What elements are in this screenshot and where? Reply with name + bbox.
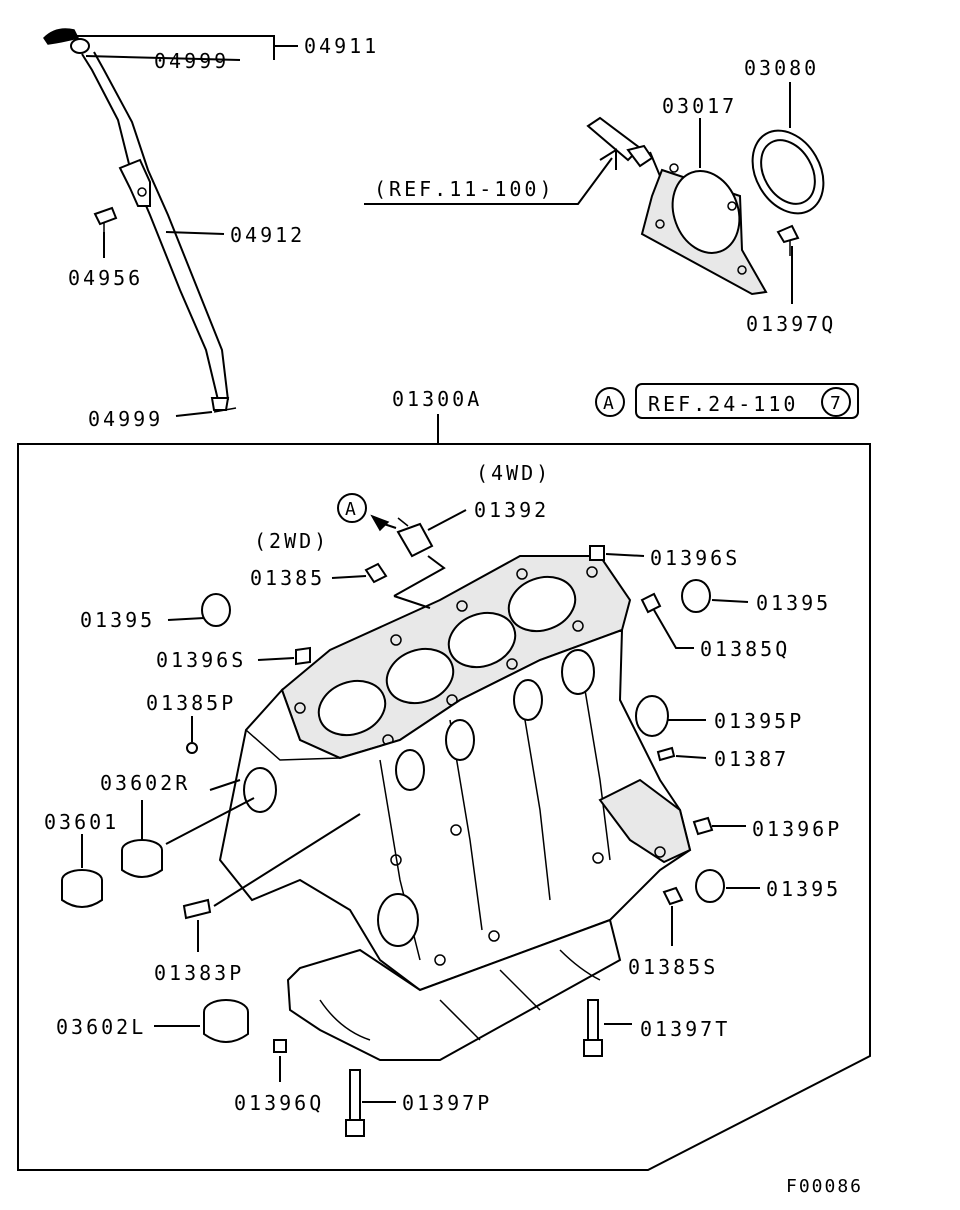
label-01387: 01387 xyxy=(714,747,789,771)
dipstick-assembly xyxy=(43,28,298,417)
label-04956: 04956 xyxy=(68,266,143,290)
label-01396Q: 01396Q xyxy=(234,1091,324,1115)
label-01397Q: 01397Q xyxy=(746,312,836,336)
variant-4wd: (4WD) xyxy=(476,461,551,485)
cylinder-block xyxy=(218,555,692,1061)
label-03601: 03601 xyxy=(44,810,119,834)
label-04999-top: 04999 xyxy=(154,49,229,73)
label-03602R: 03602R xyxy=(100,771,190,795)
label-04999-bottom: 04999 xyxy=(88,407,163,431)
marker-a-label: A xyxy=(603,393,616,414)
label-01396P: 01396P xyxy=(752,817,842,841)
marker-a-bottom-icon xyxy=(337,493,367,523)
label-01395-right-bottom: 01395 xyxy=(766,877,841,901)
figure-code: F00086 xyxy=(786,1176,863,1197)
label-03080: 03080 xyxy=(744,56,819,80)
label-01385Q: 01385Q xyxy=(700,637,790,661)
assembly-frame xyxy=(17,443,871,1171)
label-01385S: 01385S xyxy=(628,955,718,979)
label-01385P: 01385P xyxy=(146,691,236,715)
label-01395-left: 01395 xyxy=(80,608,155,632)
rear-oil-seal-assembly xyxy=(364,82,825,304)
label-01385: 01385 xyxy=(250,566,325,590)
ref-24-110: REF.24-110 xyxy=(648,392,798,416)
label-03602L: 03602L xyxy=(56,1015,146,1039)
marker-a-icon xyxy=(595,387,625,417)
label-01300A: 01300A xyxy=(392,387,482,411)
ref-24-110-page: 7 xyxy=(830,393,843,414)
label-01397P: 01397P xyxy=(402,1091,492,1115)
block-small-parts xyxy=(61,509,760,1137)
marker-a-bottom-label: A xyxy=(345,499,358,520)
label-01395-right-top: 01395 xyxy=(756,591,831,615)
page-circle-icon xyxy=(821,387,851,417)
label-04911: 04911 xyxy=(304,34,379,58)
label-01397T: 01397T xyxy=(640,1017,730,1041)
label-01392: 01392 xyxy=(474,498,549,522)
label-01383P: 01383P xyxy=(154,961,244,985)
ref-11-100: (REF.11-100) xyxy=(374,177,555,201)
variant-2wd: (2WD) xyxy=(254,529,329,553)
label-04912: 04912 xyxy=(230,223,305,247)
label-01396S-right: 01396S xyxy=(650,546,740,570)
ref-24-110-box xyxy=(635,383,859,419)
label-01396S-left: 01396S xyxy=(156,648,246,672)
label-03017: 03017 xyxy=(662,94,737,118)
label-01395P: 01395P xyxy=(714,709,804,733)
